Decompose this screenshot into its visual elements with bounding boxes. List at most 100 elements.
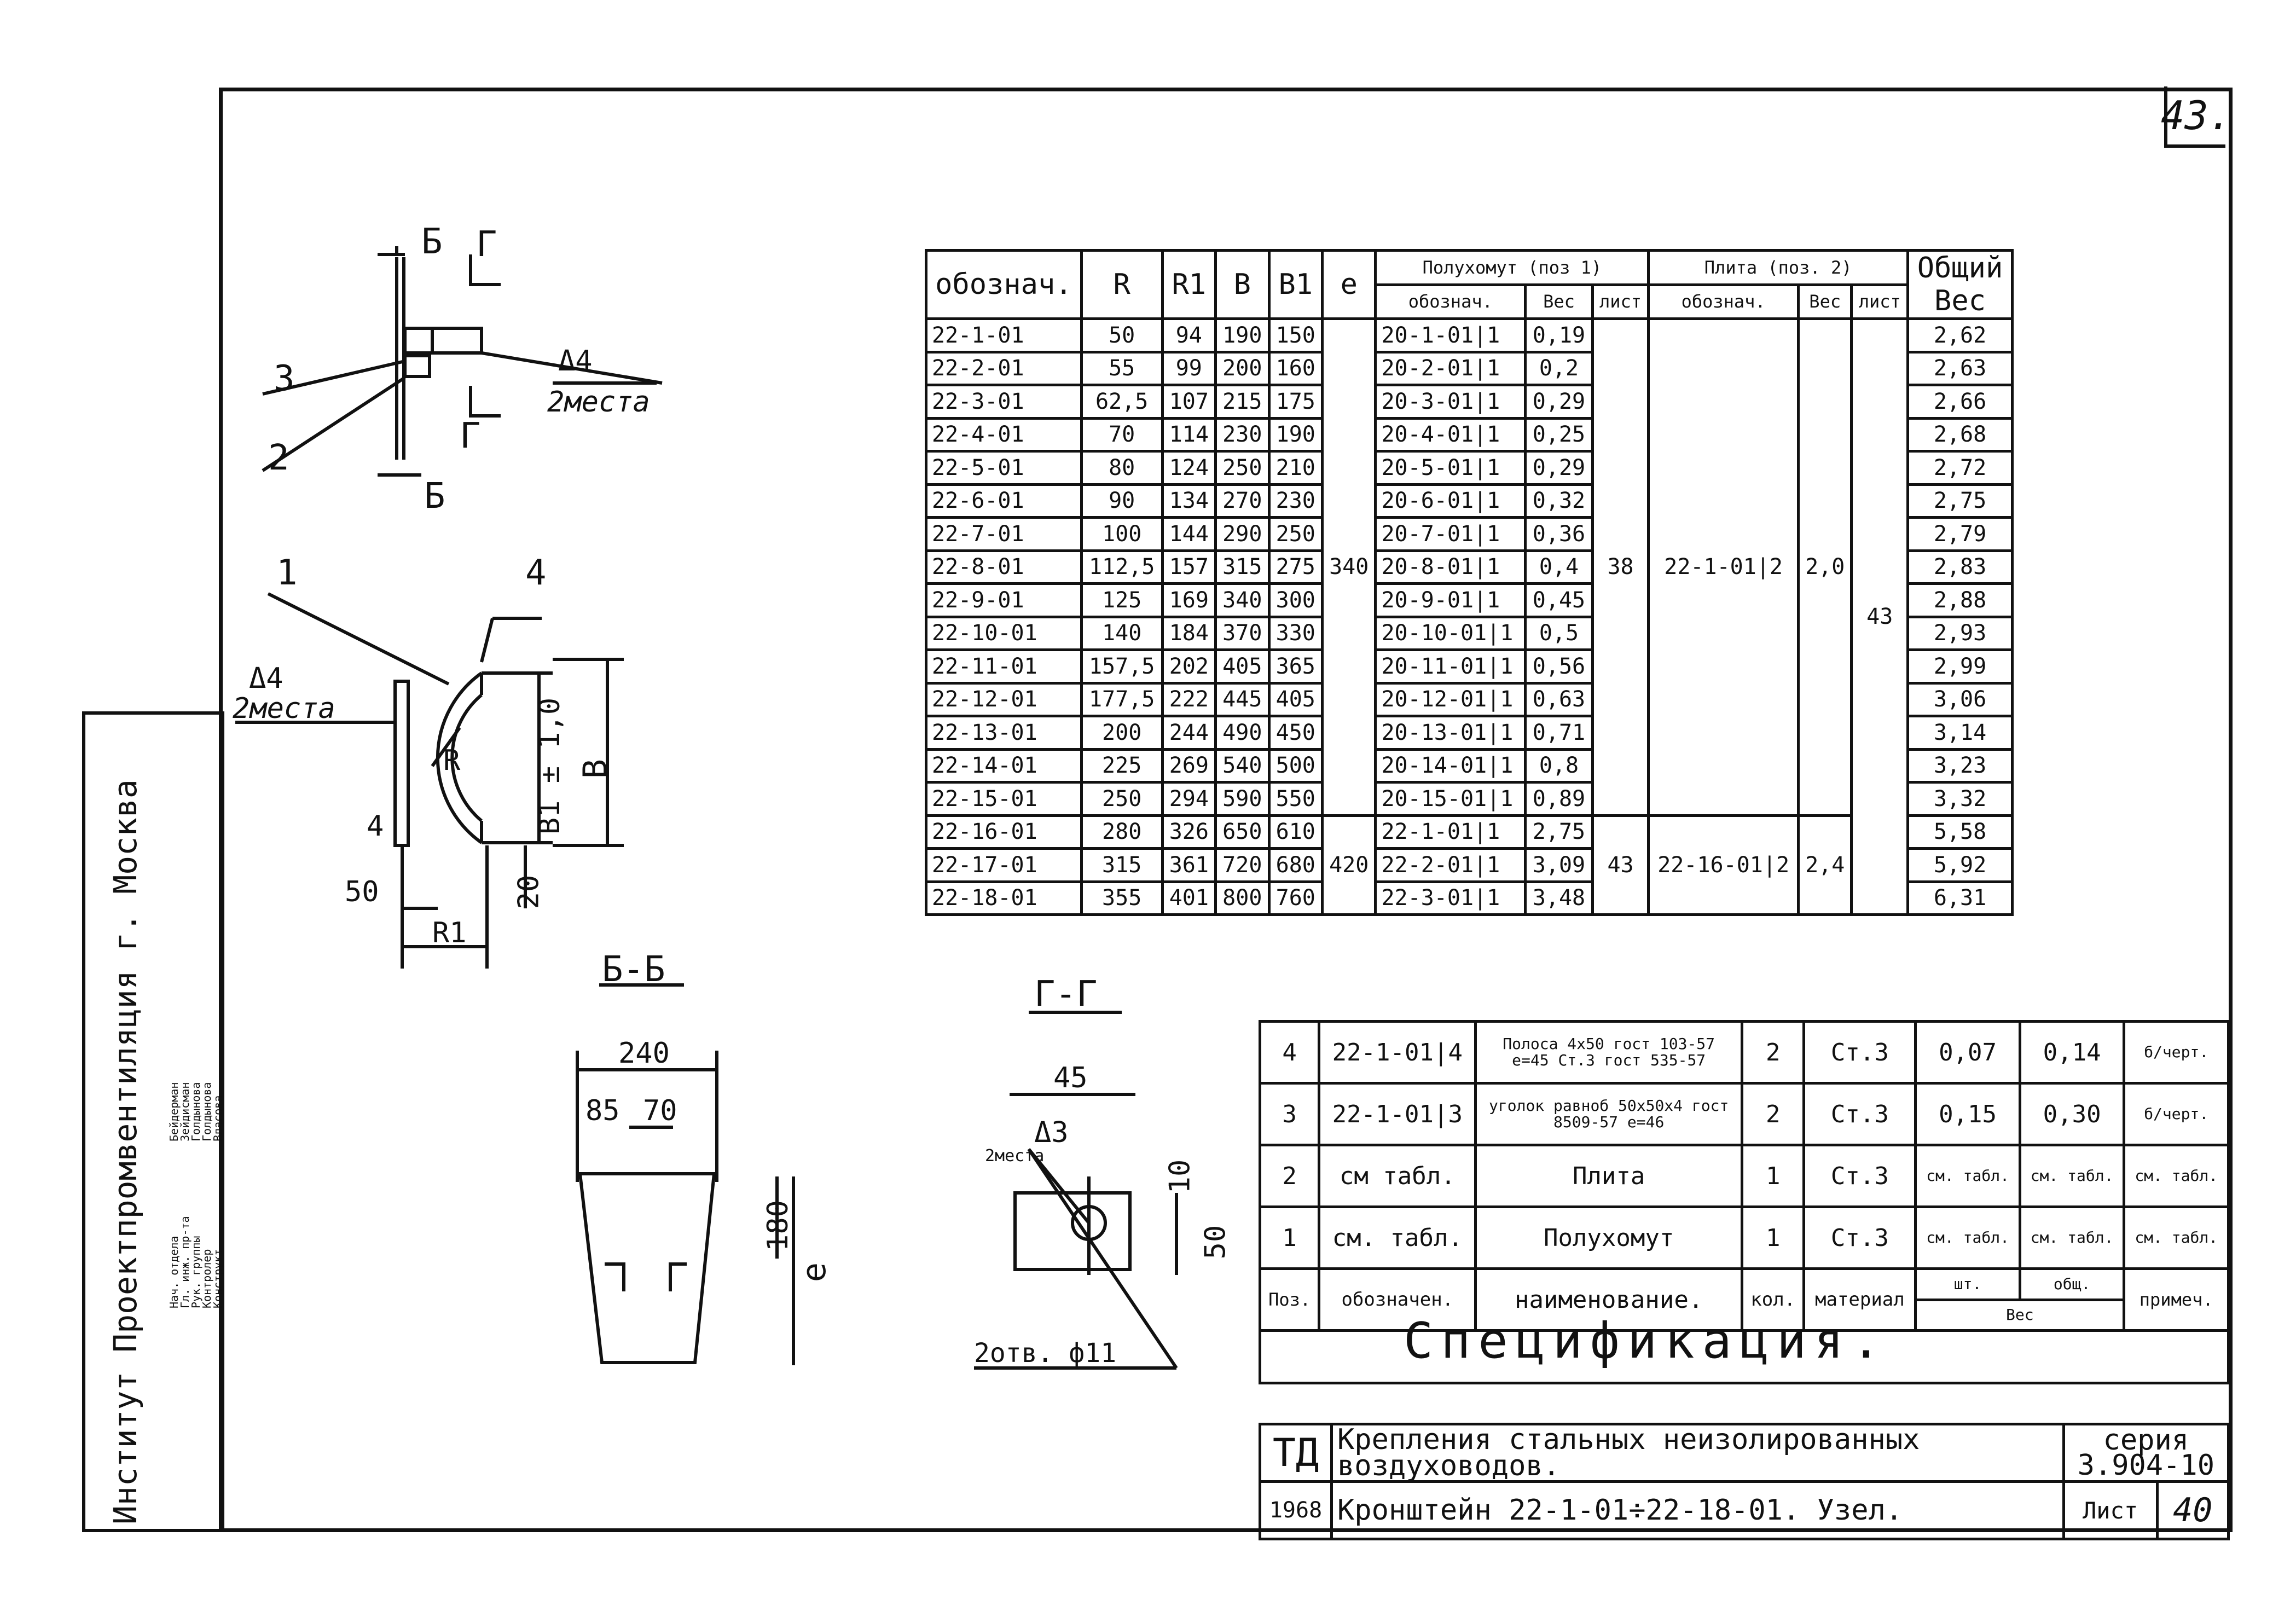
cell-r: 200 [1080,715,1164,751]
tb-code: ТД [1259,1423,1333,1483]
spec-note: б/черт. [2123,1020,2230,1085]
cell-r: 157,5 [1080,648,1164,685]
spec-weight-piece: см. табл. [1914,1205,2021,1270]
cell-clamp-weight: 0,25 [1524,416,1594,453]
spec-weight-piece: см. табл. [1914,1144,2021,1208]
cell-r1: 361 [1161,847,1217,883]
bb-dim-85-label: 85 [585,1094,620,1127]
cell-total-weight: 2,93 [1906,615,2014,651]
angle-piece [403,327,483,355]
dim-20: 20 [512,874,546,909]
col-designation: обознач. [925,249,1083,320]
gg-weld-symbol: Δ3 [1034,1116,1069,1149]
gg-dim-10-label: 10 [1163,1159,1197,1194]
cell-clamp-designation: 20-5-01|1 [1374,450,1527,486]
cell-clamp-designation: 22-3-01|1 [1374,880,1527,916]
cell-b1: 275 [1267,549,1324,585]
bb-dim-e-label: e [795,1262,834,1283]
cell-b1: 500 [1267,747,1324,784]
cell-r: 250 [1080,781,1164,817]
bracket-table: обознач. R R1 В В1 e Полухомут (поз 1) П… [925,249,2014,916]
cell-clamp-designation: 22-1-01|1 [1374,814,1527,850]
cell-b1: 150 [1267,317,1324,353]
cell-b: 445 [1214,681,1271,717]
cell-r: 90 [1080,483,1164,519]
tb-year: 1968 [1259,1480,1333,1540]
cell-r1: 202 [1161,648,1217,685]
cell-b1: 160 [1267,350,1324,386]
spec-pos: 3 [1258,1082,1321,1146]
cell-b: 340 [1214,582,1271,618]
spec-h-designation: обозначен. [1318,1267,1477,1332]
cell-r: 80 [1080,450,1164,486]
sub-plate-designation: обознач. [1647,283,1800,320]
cell-r1: 401 [1161,880,1217,916]
cell-clamp-weight: 0,32 [1524,483,1594,519]
spec-h-pos: Поз. [1258,1267,1321,1332]
cell-plate-sheet1: 43 [1850,317,1909,916]
col-total-weight: Общий Вес [1906,249,2014,320]
cell-r: 55 [1080,350,1164,386]
cell-r: 177,5 [1080,681,1164,717]
cell-r: 100 [1080,516,1164,552]
cell-clamp-designation: 20-12-01|1 [1374,681,1527,717]
cell-clamp-weight: 0,29 [1524,450,1594,486]
spec-qty: 2 [1740,1082,1806,1146]
cell-total-weight: 2,63 [1906,350,2014,386]
side-plate [393,680,410,847]
spec-material: Ст.3 [1802,1144,1917,1208]
cell-r: 355 [1080,880,1164,916]
cell-b: 315 [1214,549,1271,585]
weld-side-places: 2места [233,692,335,725]
cell-clamp-designation: 20-8-01|1 [1374,549,1527,585]
cell-clamp-designation: 20-9-01|1 [1374,582,1527,618]
spec-weight-piece: 0,15 [1914,1082,2021,1146]
gg-dim-45-label: 45 [1053,1062,1088,1094]
cell-designation: 22-11-01 [925,648,1083,685]
spec-name: Плита [1474,1144,1743,1208]
sub-plate-weight: Вес [1796,283,1853,320]
cell-designation: 22-15-01 [925,781,1083,817]
cell-r: 225 [1080,747,1164,784]
tb-drawing: Кронштейн 22-1-01÷22-18-01. Узел. [1330,1480,2065,1540]
cell-r1: 269 [1161,747,1217,784]
spec-weight-total: 0,14 [2018,1020,2126,1085]
leader-1 [267,592,450,686]
cell-r1: 244 [1161,715,1217,751]
cell-r1: 157 [1161,549,1217,585]
cell-designation: 22-1-01 [925,317,1083,353]
col-b: В [1214,249,1271,320]
cell-b: 540 [1214,747,1271,784]
cell-clamp-designation: 20-7-01|1 [1374,516,1527,552]
spec-h-material: материал [1802,1267,1917,1332]
cell-r: 70 [1080,416,1164,453]
spec-weight-piece: 0,07 [1914,1020,2021,1085]
cell-total-weight: 2,88 [1906,582,2014,618]
bb-angles [605,1262,687,1291]
cell-designation: 22-14-01 [925,747,1083,784]
cell-r1: 184 [1161,615,1217,651]
cell-r1: 144 [1161,516,1217,552]
cell-designation: 22-10-01 [925,615,1083,651]
cell-b: 250 [1214,450,1271,486]
drawing-frame [219,88,2233,1532]
cell-clamp-weight: 0,36 [1524,516,1594,552]
spec-qty: 1 [1740,1144,1806,1208]
cell-r1: 326 [1161,814,1217,850]
cell-clamp-weight: 0,29 [1524,384,1594,420]
cell-total-weight: 3,23 [1906,747,2014,784]
cell-b1: 450 [1267,715,1324,751]
approval-stamp: Институт Проектпромвентиляция г. Москва … [82,711,224,1532]
cell-r1: 124 [1161,450,1217,486]
